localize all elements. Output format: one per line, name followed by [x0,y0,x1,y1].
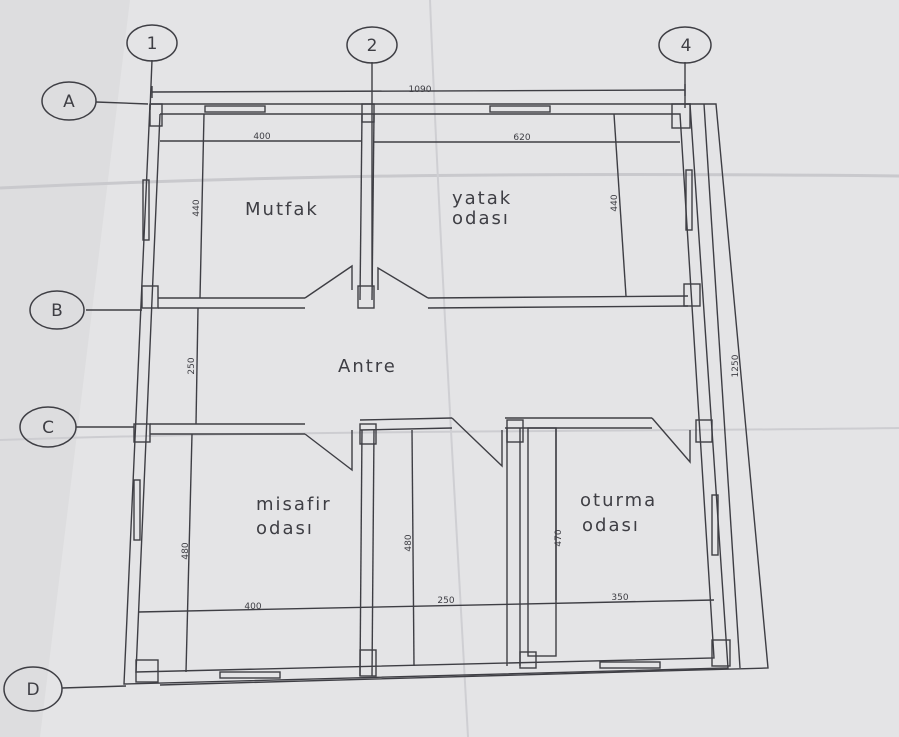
column-c2 [359,423,377,445]
dim-hall-depth-line [195,307,199,425]
paper-fold-vertical [429,0,469,737]
axis-bubbles [3,24,712,712]
column-d1 [135,659,159,683]
wall-c-mid-a [359,417,453,421]
axis-line-d [61,685,127,689]
room-label-bedroom-line1: yatak [452,188,512,209]
axis-bubble-c [19,406,77,448]
dim-total-width: 1090 [409,85,432,95]
dim-bottom-width-line [137,599,715,613]
dim-line-top [151,89,686,93]
dim-middle-width: 250 [437,596,454,606]
dim-total-depth: 1250 [731,354,741,377]
column-d4 [711,639,731,667]
window-left-1 [142,179,150,241]
dim-middle-depth-line [411,429,415,667]
axis-bubble-b [29,290,85,330]
window-left-2 [133,479,141,541]
room-label-kitchen: Mutfak [245,199,319,220]
window-top-2 [489,105,551,113]
dim-middle-depth: 480 [404,534,414,551]
wall-guest-middle-a [359,429,363,677]
axis-bubble-a [41,81,97,121]
axis-label-c: C [42,418,54,438]
door-bedroom [377,266,429,299]
window-top-1 [204,105,266,113]
room-label-bedroom-line2: odası [452,208,510,229]
dim-guest-depth: 480 [181,542,191,559]
dim-bedroom-width: 620 [513,133,530,143]
column-a1 [149,103,163,127]
wall-b-right-b [427,305,689,309]
paper-fold-horizontal-1 [0,173,899,190]
wall-exterior-outer [123,103,729,685]
column-b4 [683,283,701,307]
column-d2 [359,649,377,677]
dim-guest-depth-line [185,433,193,673]
wall-guest-middle-b [371,429,375,677]
column-c1 [133,423,151,443]
axis-label-b: B [51,301,63,321]
axis-label-4: 4 [681,36,692,56]
column-a4 [671,103,691,129]
axis-label-2: 2 [367,36,378,56]
door-middle [451,417,503,468]
wall-kitchen-bedroom-a [359,113,363,301]
column-b1 [141,285,159,309]
dim-living-depth: 470 [554,529,564,546]
room-label-living-line1: oturma [580,490,657,511]
room-label-living-line2: odası [582,515,640,536]
room-label-guest-line1: misafir [256,494,332,515]
paper-fold-horizontal-2 [0,427,899,441]
dim-living-width: 350 [611,593,628,603]
column-c3 [506,419,524,443]
axis-label-d: D [26,680,39,700]
column-a2 [361,103,375,123]
dim-kitchen-width: 400 [253,132,270,142]
dim-bedroom-depth: 440 [610,194,620,211]
axis-bubble-2 [346,26,398,64]
door-guest [304,430,353,472]
door-kitchen [304,264,353,299]
window-bottom-2 [599,661,661,669]
axis-bubble-4 [658,26,712,64]
dim-line-outer-frame [159,103,769,686]
dim-kitchen-depth-line [199,113,205,299]
axis-bubble-d [3,666,63,712]
wall-kitchen-bedroom-b [371,113,375,301]
axis-label-1: 1 [147,34,158,54]
plan-linework [61,59,769,689]
room-label-guest-line2: odası [256,518,314,539]
axis-line-1 [149,59,153,111]
axis-bubble-1 [126,24,178,62]
wall-exterior-inner [135,113,715,673]
living-closet [527,427,557,657]
column-b2 [357,285,375,309]
dim-hall-depth: 250 [187,357,197,374]
door-living [651,417,691,464]
room-label-hall: Antre [338,356,397,377]
axis-line-a [95,101,149,105]
window-bottom-1 [219,671,281,679]
dim-total-depth-line [703,103,741,669]
wall-b-right-a [427,295,689,299]
dim-guest-width: 400 [244,602,261,612]
window-right-2 [711,494,719,556]
dim-kitchen-depth: 440 [192,199,202,216]
column-c4 [695,419,713,443]
axis-label-a: A [63,92,75,112]
window-right-1 [685,169,693,231]
dim-bedroom-depth-line [613,113,627,297]
